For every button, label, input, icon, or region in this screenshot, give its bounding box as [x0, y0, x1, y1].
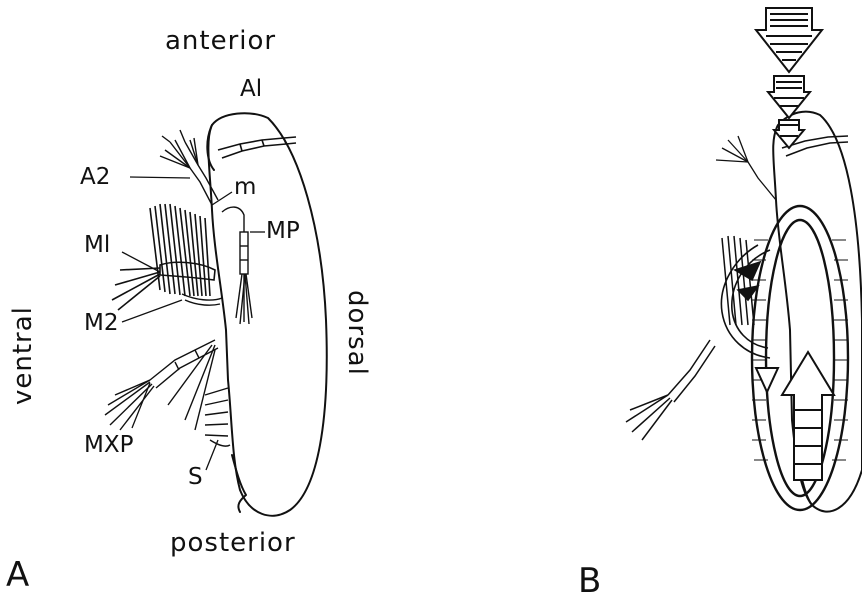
maxilliped-mxp [105, 340, 218, 430]
swimming-legs [205, 388, 230, 446]
label-m: m [234, 176, 256, 199]
incoming-flow-arrows [756, 8, 822, 148]
circulation-ring [752, 206, 848, 510]
label-posterior: posterior [170, 530, 296, 556]
body-outline [208, 113, 326, 515]
label-mxp: MXP [84, 434, 133, 457]
panel-letter-a: A [6, 558, 29, 592]
label-s: S [188, 466, 203, 489]
panel-letter-b: B [578, 564, 601, 598]
feeding-current-arrow [721, 245, 770, 358]
ring-down-arrow [756, 368, 778, 392]
maxillule-m1 [112, 204, 215, 310]
label-mp: MP [266, 220, 300, 243]
label-m2: M2 [84, 312, 118, 335]
body-outline-b [773, 112, 862, 512]
ring-up-arrow [782, 352, 834, 480]
label-dorsal: dorsal [344, 290, 370, 376]
mandible-palp [222, 207, 252, 324]
label-m1: Ml [84, 234, 110, 257]
label-ventral: ventral [10, 306, 36, 405]
label-a2: A2 [80, 166, 110, 189]
label-anterior: anterior [165, 28, 276, 54]
label-a1: Al [240, 78, 262, 101]
ring-hatching [752, 240, 848, 460]
